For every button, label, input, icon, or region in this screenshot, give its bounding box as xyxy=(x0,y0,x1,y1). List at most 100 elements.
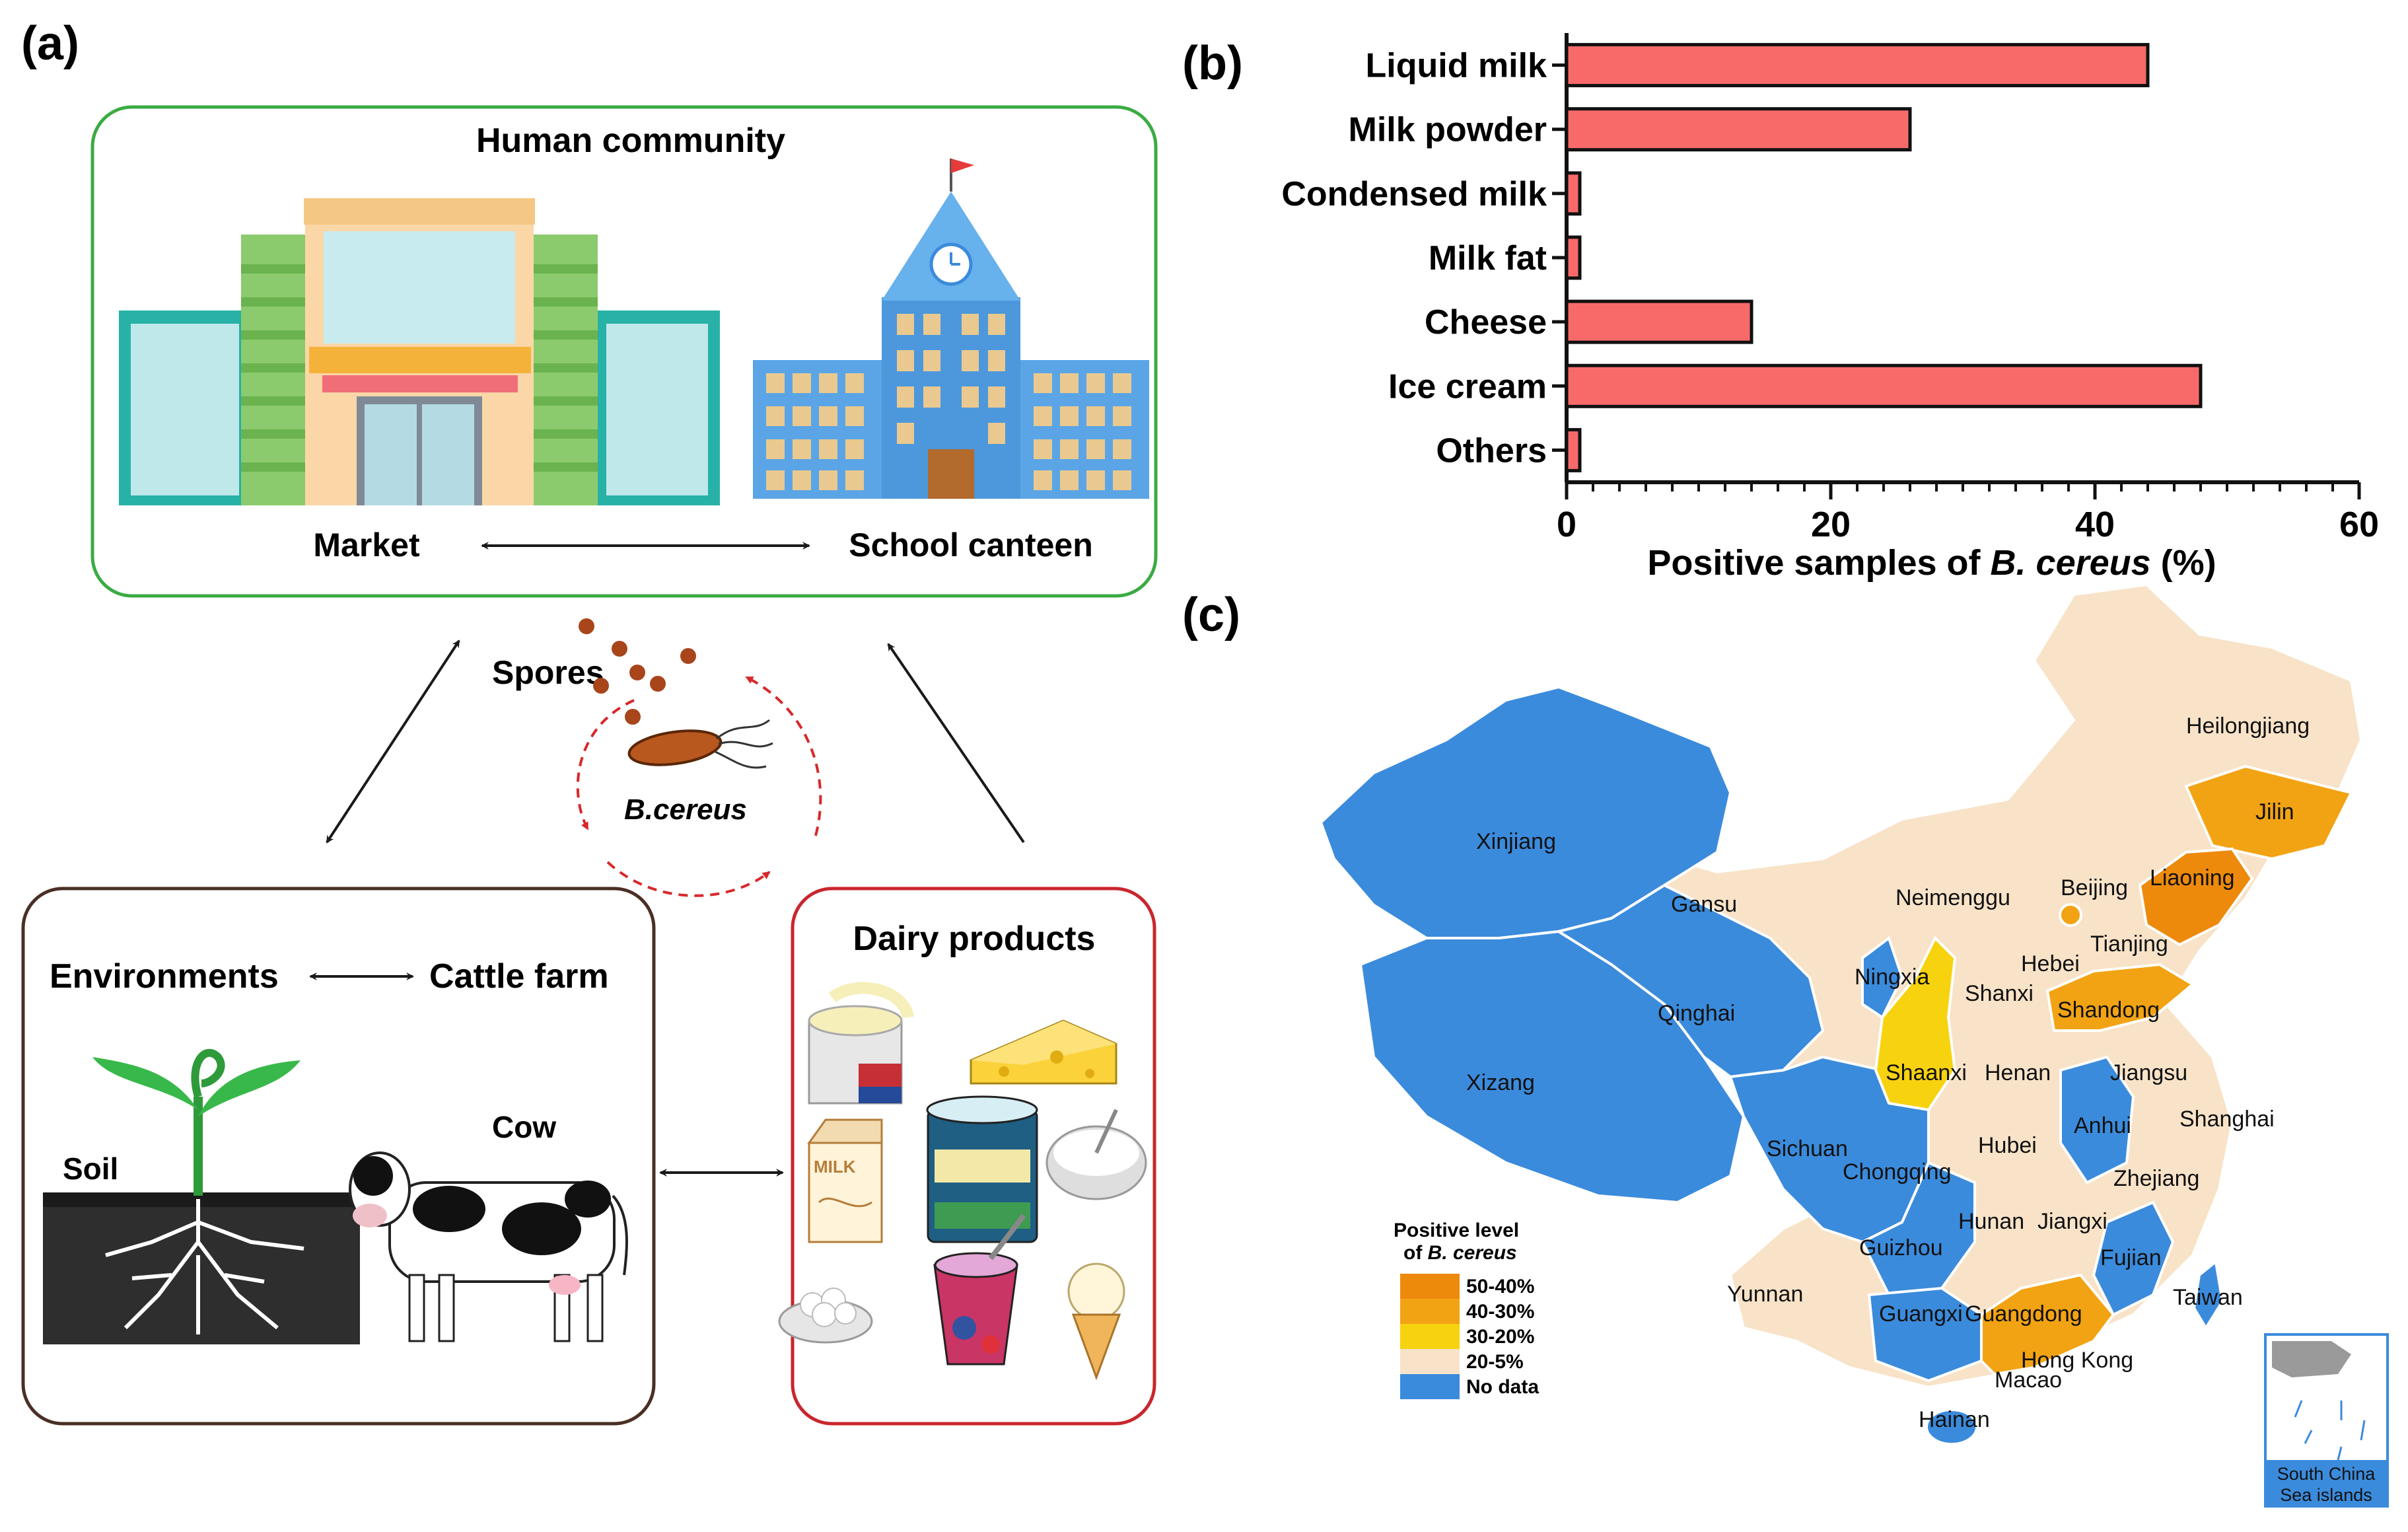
legend-swatch-40-30 xyxy=(1400,1299,1460,1324)
bar-others xyxy=(1565,427,1582,472)
category-label-ice-cream: Ice cream xyxy=(1388,367,1547,406)
legend-label-20-5: 20-5% xyxy=(1466,1351,1524,1373)
province-hainan xyxy=(1925,1408,1978,1445)
label-tianjing: Tianjing xyxy=(2090,931,2168,957)
category-label-condensed-milk: Condensed milk xyxy=(1281,175,1547,213)
dairy-products-box xyxy=(791,887,1156,1426)
label-macao: Macao xyxy=(1995,1368,2062,1393)
bar-cheese xyxy=(1565,299,1753,344)
map-legend: Positive level of B. cereus 50-40% 40-30%… xyxy=(1394,1220,1539,1399)
label-hainan: Hainan xyxy=(1919,1407,1990,1432)
environments-label: Environments xyxy=(50,957,279,996)
label-taiwan: Taiwan xyxy=(2173,1285,2243,1310)
province-anhui xyxy=(2059,1055,2135,1185)
label-jiangxi: Jiangxi xyxy=(2037,1209,2107,1234)
dairy-products-title: Dairy products xyxy=(853,920,1096,958)
life-cycle-arrow-right xyxy=(745,676,822,836)
province-shandong xyxy=(2045,963,2195,1032)
label-guizhou: Guizhou xyxy=(1859,1235,1943,1260)
label-xizang: Xizang xyxy=(1466,1070,1535,1095)
dairy-products-illustration: MILK xyxy=(778,982,1147,1381)
label-hunan: Hunan xyxy=(1958,1209,2024,1234)
label-qinghai: Qinghai xyxy=(1658,1001,1735,1026)
spores-label: Spores xyxy=(492,654,604,691)
legend-swatch-no-data xyxy=(1400,1374,1460,1399)
cow-illustration xyxy=(349,1151,628,1342)
province-beijing xyxy=(2059,903,2082,927)
legend-swatch-30-20 xyxy=(1400,1324,1460,1349)
south-china-sea-inset: South China Sea islands xyxy=(2264,1333,2389,1508)
label-yunnan: Yunnan xyxy=(1727,1282,1803,1307)
x-tick-label: 20 xyxy=(1811,505,1851,544)
label-hebei: Hebei xyxy=(2021,951,2080,976)
label-xinjiang: Xinjiang xyxy=(1476,829,1556,854)
legend-label-no-data: No data xyxy=(1466,1376,1539,1398)
human-community-title: Human community xyxy=(476,122,785,160)
label-jilin: Jilin xyxy=(2255,799,2294,824)
school-canteen-illustration xyxy=(753,159,1149,499)
province-fujian xyxy=(2092,1200,2175,1317)
label-ningxia: Ningxia xyxy=(1855,965,1929,990)
label-sichuan: Sichuan xyxy=(1767,1136,1848,1161)
category-label-milk-fat: Milk fat xyxy=(1429,239,1547,277)
category-label-liquid-milk: Liquid milk xyxy=(1366,47,1547,85)
label-hong-kong: Hong Kong xyxy=(2021,1348,2133,1373)
label-guangxi: Guangxi xyxy=(1879,1301,1963,1327)
dairy-community-arrow xyxy=(887,643,1025,844)
x-axis-title-suffix: (%) xyxy=(2151,543,2216,583)
market-illustration xyxy=(119,198,720,505)
spore-dots xyxy=(579,618,696,725)
label-shanxi: Shanxi xyxy=(1965,981,2034,1006)
legend-swatch-50-40 xyxy=(1400,1274,1460,1299)
label-henan: Henan xyxy=(1985,1060,2051,1085)
panel-a: (a) Human community Mark xyxy=(21,17,1158,1426)
x-axis-title: Positive samples of B. cereus (%) xyxy=(1647,543,2216,583)
soil-illustration xyxy=(43,1048,360,1344)
province-qinghai xyxy=(1555,883,1825,1079)
province-shaanxi xyxy=(1874,935,1957,1112)
legend-swatch-20-5 xyxy=(1400,1349,1460,1374)
bacterium-label: B.cereus xyxy=(624,793,747,826)
legend-label-50-40: 50-40% xyxy=(1466,1276,1534,1297)
legend-title-1: Positive level xyxy=(1394,1220,1519,1241)
province-ningxia xyxy=(1861,935,1904,1019)
legend-title-2-italic: B. cereus xyxy=(1428,1242,1517,1264)
label-fujian: Fujian xyxy=(2100,1245,2162,1270)
bar-liquid-milk xyxy=(1565,43,2150,88)
environment-farm-box xyxy=(21,887,656,1426)
map-base-region xyxy=(1623,583,2363,1389)
cow-label: Cow xyxy=(492,1110,556,1144)
bar-milk-fat xyxy=(1565,235,1582,280)
inset-label-2: Sea islands xyxy=(2280,1485,2372,1505)
soil-label: Soil xyxy=(63,1151,118,1186)
human-community-box xyxy=(90,105,1158,598)
x-axis-title-italic: B. cereus xyxy=(1991,543,2151,583)
x-tick-label: 60 xyxy=(2339,505,2379,544)
x-tick-label: 40 xyxy=(2075,505,2115,544)
label-jiangsu: Jiangsu xyxy=(2110,1060,2187,1085)
x-axis-title-prefix: Positive samples of xyxy=(1647,543,1990,583)
province-sichuan xyxy=(1728,1055,1930,1244)
milk-carton-label: MILK xyxy=(814,1157,856,1177)
label-anhui: Anhui xyxy=(2074,1113,2131,1138)
legend-label-30-20: 30-20% xyxy=(1466,1326,1534,1348)
label-beijing: Beijing xyxy=(2061,875,2128,900)
life-cycle-arrow-bottom xyxy=(606,861,771,897)
province-taiwan xyxy=(2192,1259,2224,1331)
label-neimenggu: Neimenggu xyxy=(1895,885,2010,910)
legend-title-2: of B. cereus xyxy=(1403,1242,1517,1264)
school-canteen-label: School canteen xyxy=(849,527,1093,564)
label-hubei: Hubei xyxy=(1978,1133,2037,1158)
panel-b-label: (b) xyxy=(1182,37,1243,90)
bar-condensed-milk xyxy=(1565,171,1582,216)
legend-label-40-30: 40-30% xyxy=(1466,1301,1534,1323)
label-zhejiang: Zhejiang xyxy=(2113,1166,2199,1191)
category-label-others: Others xyxy=(1436,431,1547,470)
cattle-farm-label: Cattle farm xyxy=(429,957,609,996)
label-chongqing: Chongqing xyxy=(1843,1159,1951,1185)
label-shandong: Shandong xyxy=(2057,998,2160,1023)
x-tick-label: 0 xyxy=(1557,505,1576,544)
category-label-milk-powder: Milk powder xyxy=(1349,111,1547,149)
